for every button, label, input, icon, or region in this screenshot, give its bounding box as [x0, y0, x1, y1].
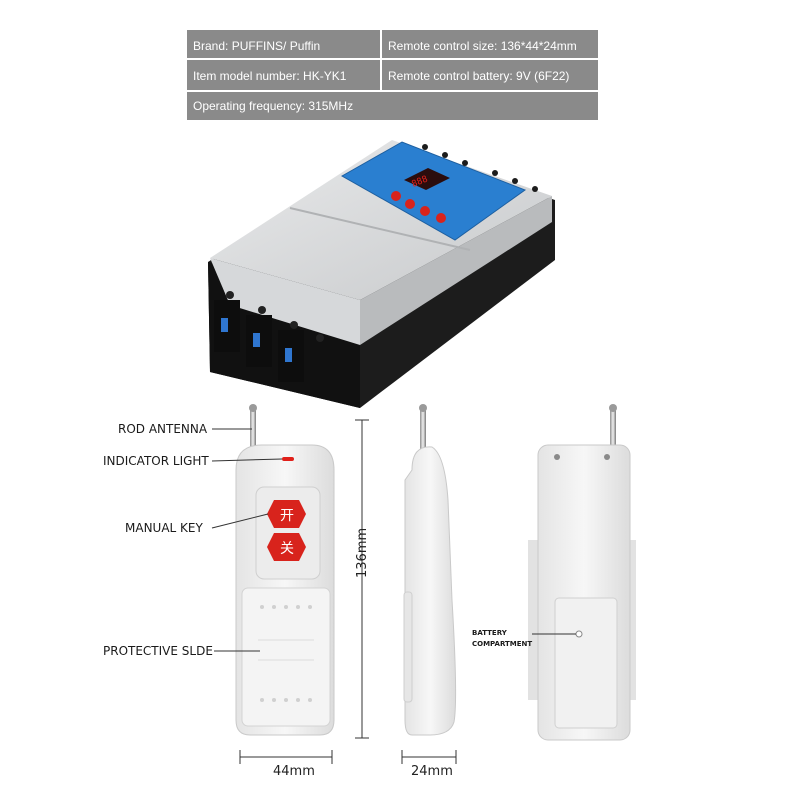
dimension-lines	[239, 419, 457, 764]
remote-back	[528, 404, 636, 741]
off-key-label: 关	[280, 541, 294, 557]
divider	[187, 90, 598, 92]
protective-slide[interactable]	[241, 587, 331, 727]
spec-battery: Remote control battery: 9V (6F22)	[388, 69, 570, 83]
panel-stop-button	[391, 191, 401, 201]
remote-front	[235, 404, 335, 736]
control-panel	[340, 141, 527, 241]
spec-table: Brand: PUFFINS/ Puffin Item model number…	[187, 30, 598, 120]
protective-slide-label: PROTECTIVE SLDE	[103, 644, 213, 658]
remote-side	[403, 404, 457, 736]
height-dimension: 136mm	[355, 527, 370, 578]
depth-dimension: 24mm	[411, 764, 453, 779]
panel-manual-button	[420, 206, 430, 216]
rod-antenna	[250, 408, 256, 448]
led-display	[404, 168, 450, 190]
panel-auto-button	[436, 213, 446, 223]
width-dimension: 44mm	[273, 764, 315, 779]
on-key-label: 开	[280, 508, 294, 524]
manual-key-label: MANUAL KEY	[125, 521, 203, 535]
divider	[187, 58, 598, 60]
spec-size: Remote control size: 136*44*24mm	[388, 39, 577, 53]
battery-label-line2: COMPARTMENT	[472, 640, 533, 648]
battery-compartment-label: BATTERY COMPARTMENT	[472, 628, 532, 650]
on-key[interactable]	[267, 500, 306, 528]
controller-box: 888	[208, 140, 555, 408]
battery-compartment[interactable]	[554, 597, 618, 729]
spec-frequency: Operating frequency: 315MHz	[193, 99, 354, 113]
rod-antenna-label: ROD ANTENNA	[118, 422, 208, 436]
spec-brand: Brand: PUFFINS/ Puffin	[193, 39, 321, 53]
indicator-light-label: INDICATOR LIGHT	[103, 454, 209, 468]
panel-start-button	[405, 199, 415, 209]
battery-label-line1: BATTERY	[472, 629, 507, 637]
divider	[380, 30, 382, 92]
indicator-light	[282, 457, 294, 461]
off-key[interactable]	[267, 533, 306, 561]
spec-model: Item model number: HK-YK1	[193, 69, 347, 83]
